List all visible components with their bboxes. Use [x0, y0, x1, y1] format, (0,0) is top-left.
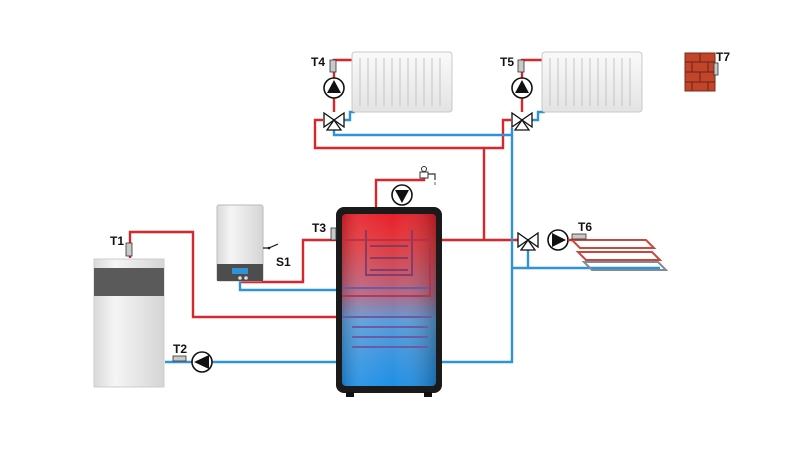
pump-icon — [547, 229, 569, 251]
label-t1: T1 — [110, 234, 124, 248]
brick-wall-icon — [684, 52, 719, 92]
sensor-t2 — [172, 355, 187, 362]
gas-boiler-unit — [216, 204, 279, 282]
sensor-t1 — [125, 242, 133, 257]
sensor-t5 — [517, 59, 525, 73]
sensor-t3 — [330, 227, 337, 241]
floor-heating-icon — [568, 238, 669, 271]
label-t7: T7 — [716, 50, 730, 64]
pump-icon — [511, 77, 533, 99]
hot-water-tap-icon — [419, 166, 436, 185]
three-way-valve-icon — [517, 231, 539, 251]
pump-icon — [191, 351, 213, 373]
three-way-valve-icon — [511, 111, 533, 131]
label-t2: T2 — [173, 342, 187, 356]
sensor-t4 — [329, 59, 337, 73]
radiator-t4 — [351, 51, 453, 113]
label-t3: T3 — [312, 221, 326, 235]
label-t5: T5 — [500, 55, 514, 69]
label-t6: T6 — [578, 220, 592, 234]
pump-icon — [323, 77, 345, 99]
storage-tank — [336, 207, 442, 397]
label-t4: T4 — [311, 55, 325, 69]
label-s1: S1 — [276, 255, 291, 269]
pump-icon — [391, 184, 413, 206]
sensor-t6 — [571, 233, 587, 240]
three-way-valve-icon — [323, 111, 345, 131]
heat-pump-unit — [93, 258, 165, 388]
cold-water-pipes — [165, 110, 660, 364]
radiator-t5 — [541, 51, 643, 113]
